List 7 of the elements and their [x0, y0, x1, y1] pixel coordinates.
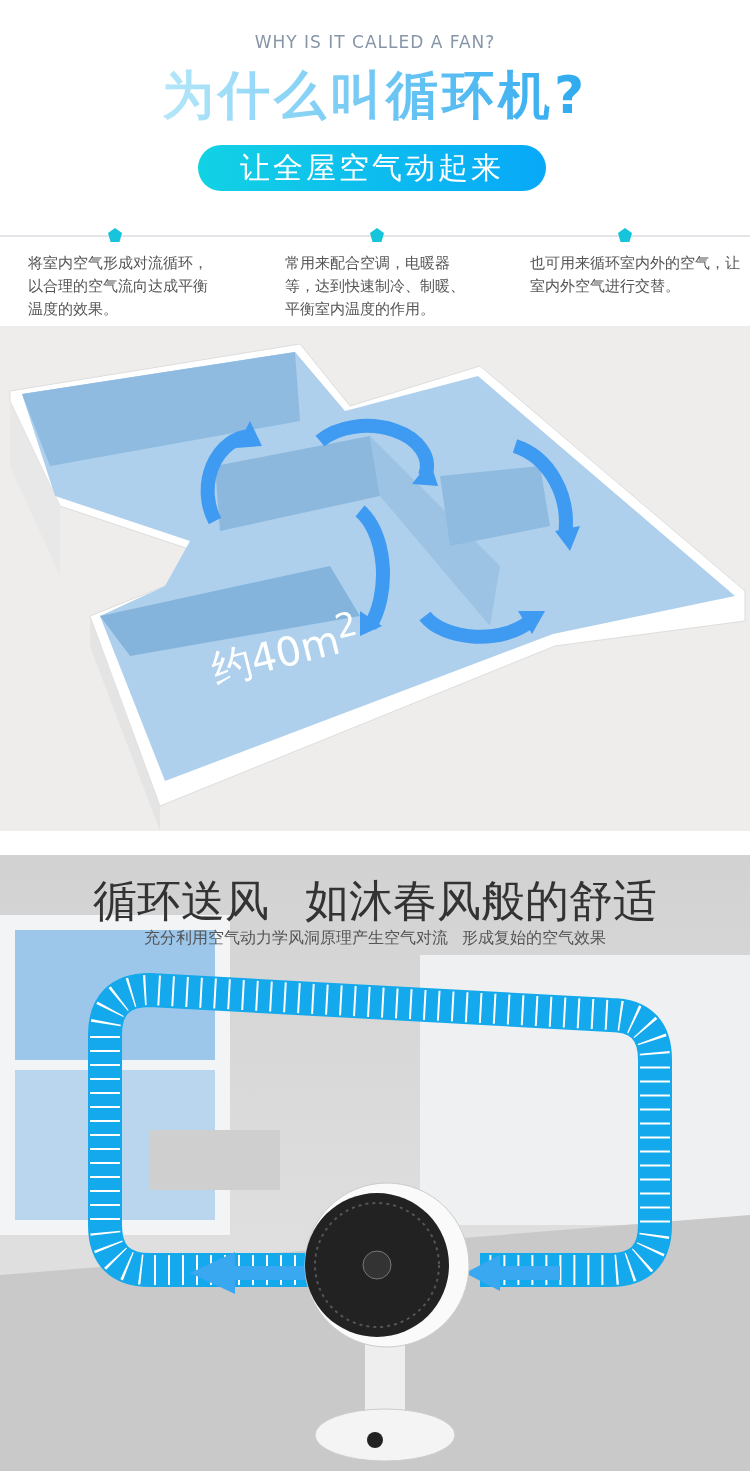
description-text: 也可用来循环室内外的空气，让室内外空气进行交替。 — [530, 254, 741, 296]
pill-banner: 让全屋空气动起来 — [198, 145, 546, 191]
subtitle: WHY IS IT CALLED A FAN? — [253, 32, 497, 52]
section-subheading: 充分利用空气动力学风洞原理产生空气对流 形成复始的空气效果 — [142, 928, 608, 949]
description-text: 将室内空气形成对流循环，以合理的空气流向达成平衡温度的效果。 — [28, 254, 209, 319]
section-heading: 循环送风 如沐春风般的舒适 — [92, 874, 658, 928]
description-text: 常用来配合空调，电暖器等，达到快速制冷、制暖、平衡室内温度的作用。 — [285, 254, 466, 319]
